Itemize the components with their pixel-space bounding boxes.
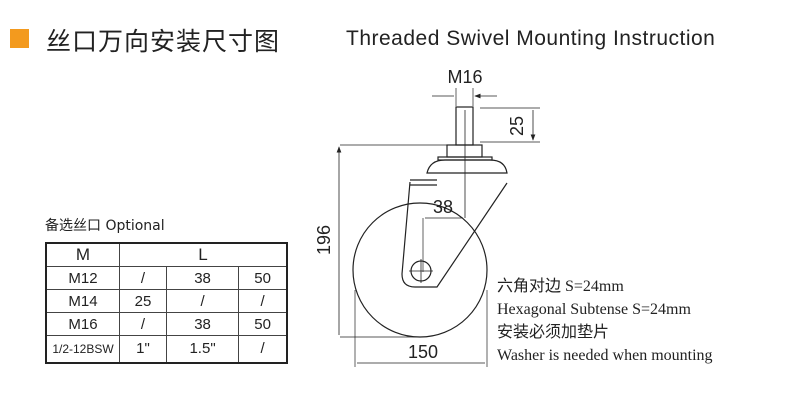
cell: 1" (119, 335, 167, 363)
note-washer-en: Washer is needed when mounting (497, 347, 713, 364)
swivel-dome (426, 159, 508, 174)
title-chinese: 丝口万向安装尺寸图 (46, 27, 281, 56)
title-english: Threaded Swivel Mounting Instruction (346, 27, 716, 50)
accent-square (10, 29, 29, 48)
brake-tab (410, 179, 437, 186)
dim-196: 196 (314, 225, 334, 255)
cell: M14 (45, 289, 120, 313)
wheel (352, 202, 488, 338)
cell: 1/2-12BSW (45, 335, 120, 363)
note-hex-en: Hexagonal Subtense S=24mm (497, 301, 691, 318)
cell: 38 (165, 312, 240, 336)
cell: 50 (238, 266, 288, 290)
cell: 50 (238, 312, 288, 336)
cell: M12 (45, 266, 120, 290)
cell: / (119, 312, 167, 336)
cell: 38 (165, 266, 240, 290)
note-washer-cn: 安装必须加垫片 (497, 324, 610, 341)
dim-38: 38 (433, 197, 453, 217)
cell: 1.5" (165, 335, 240, 363)
note-hex-cn: 六角对边 S=24mm (497, 278, 624, 295)
cell: / (119, 266, 167, 290)
dim-m16: M16 (447, 67, 482, 87)
dim-150: 150 (408, 342, 438, 362)
cell: / (238, 335, 288, 363)
table-caption: 备选丝口 Optional (45, 218, 165, 234)
fork (401, 181, 508, 288)
dim-25: 25 (507, 116, 527, 136)
threaded-stem (455, 106, 474, 146)
hex-nut (446, 144, 483, 158)
